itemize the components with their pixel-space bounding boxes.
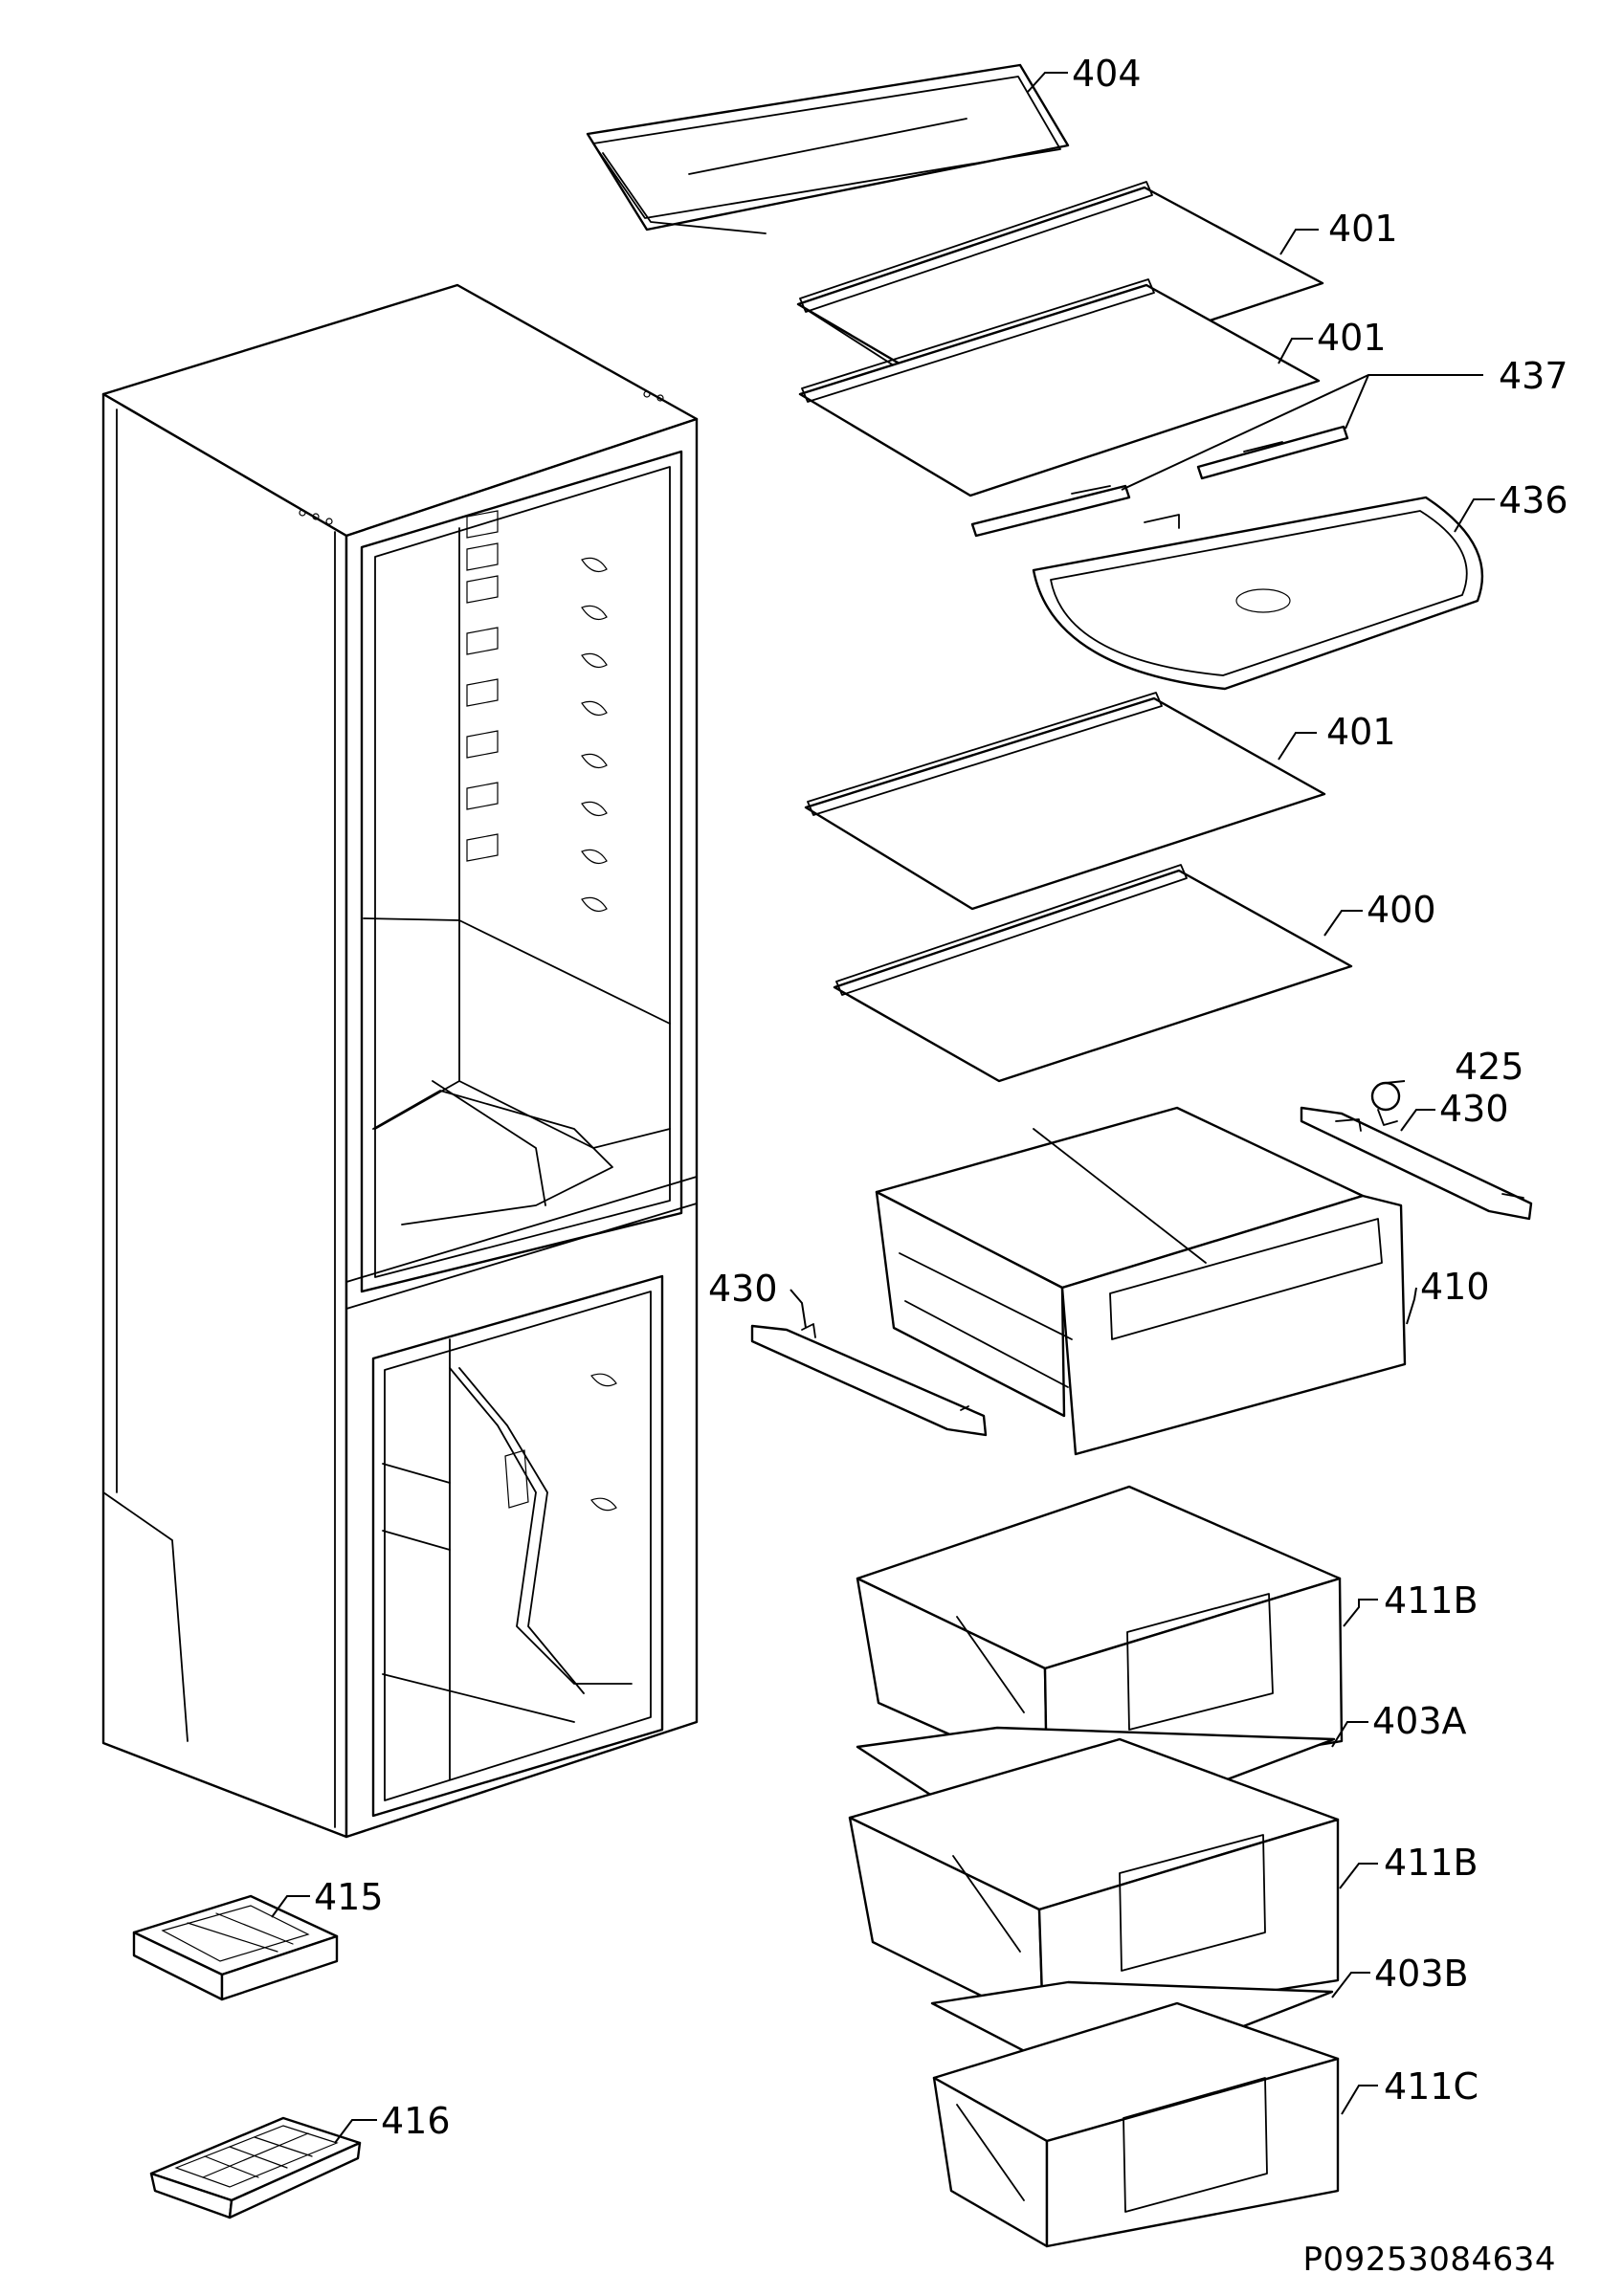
shelf-supports — [466, 510, 608, 912]
label-411B-upper: 411B — [1384, 1579, 1478, 1622]
part-labels: 404 401 401 437 436 401 400 425 430 430 … — [314, 53, 1568, 2142]
part-401-shelf-second — [798, 278, 1321, 497]
label-430-left: 430 — [708, 1268, 778, 1310]
label-404: 404 — [1072, 53, 1142, 95]
label-416: 416 — [381, 2100, 451, 2142]
label-436: 436 — [1499, 479, 1568, 521]
part-415-tray — [132, 1894, 339, 2001]
label-415: 415 — [314, 1876, 384, 1918]
label-410: 410 — [1420, 1266, 1490, 1308]
part-425-knob — [1370, 1081, 1401, 1126]
part-400-shelf — [833, 864, 1353, 1083]
label-401-second: 401 — [1317, 317, 1387, 359]
label-425: 425 — [1455, 1046, 1524, 1088]
part-436-corner-shelf — [1032, 496, 1484, 691]
label-400: 400 — [1367, 889, 1436, 931]
label-401-middle: 401 — [1326, 711, 1396, 753]
part-437-rails — [970, 425, 1349, 538]
document-code: P09253084634 — [1302, 2241, 1556, 2279]
part-404-shelf — [586, 63, 1070, 234]
part-430-rail-right — [1300, 1106, 1533, 1221]
label-411C: 411C — [1384, 2065, 1478, 2108]
part-401-shelf-middle — [804, 692, 1326, 911]
label-430-right: 430 — [1439, 1088, 1509, 1130]
leader-lines — [271, 72, 1495, 2144]
part-410-drawer — [875, 1106, 1407, 1456]
label-403A: 403A — [1372, 1700, 1467, 1742]
part-416-ice-tray — [149, 2116, 362, 2219]
label-403B: 403B — [1374, 1953, 1469, 1995]
fridge-cabinet — [101, 283, 699, 1839]
part-411B-drawer-middle — [848, 1737, 1340, 2028]
part-411C-drawer — [932, 2001, 1340, 2248]
label-401-upper: 401 — [1328, 208, 1398, 250]
label-437: 437 — [1499, 355, 1568, 397]
label-411B-middle: 411B — [1384, 1842, 1478, 1884]
